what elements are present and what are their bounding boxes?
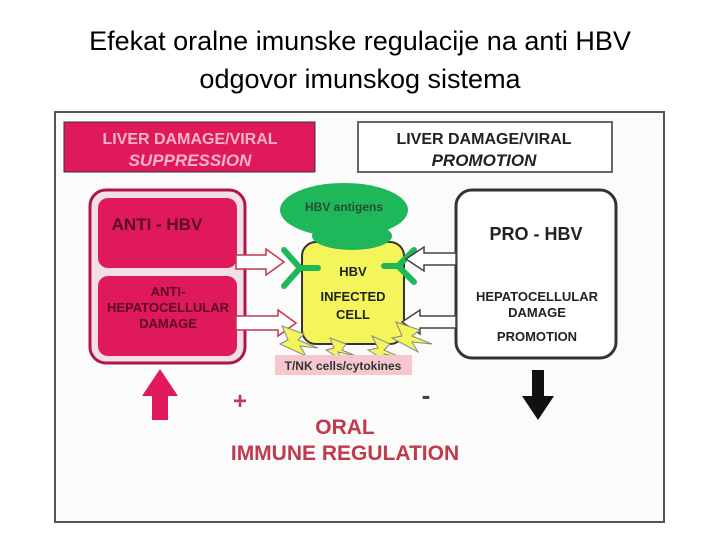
up-arrow (142, 369, 178, 420)
cell-line-1: HBV (339, 264, 367, 279)
title-line-1: Efekat oralne imunske regulacije na anti… (89, 26, 631, 56)
suppression-box (63, 121, 316, 173)
tnk-box (275, 355, 412, 375)
pro-hbv-label: PRO - HBV (489, 224, 582, 244)
arrow-anti-hbv (235, 247, 286, 277)
receptor-left (281, 247, 321, 289)
pro-damage-line-2: DAMAGE (508, 305, 566, 320)
minus-sign: - (422, 380, 431, 410)
anti-damage-box (98, 276, 237, 356)
promotion-line-2: PROMOTION (432, 151, 538, 170)
arrow-pro-hbv (404, 245, 457, 273)
cell-line-2: INFECTED (321, 289, 386, 304)
slide-title: Efekat oralne imunske regulacije na anti… (0, 22, 720, 98)
antigens-cloud (280, 183, 408, 237)
antigens-label: HBV antigens (305, 200, 383, 214)
title-line-2: odgovor imunskog sistema (199, 64, 521, 94)
cell-line-3: CELL (336, 307, 370, 322)
lightning-bolt-left (278, 325, 319, 358)
anti-damage-line-3: DAMAGE (139, 316, 197, 331)
promotion-line-1: LIVER DAMAGE/VIRAL (396, 131, 571, 148)
down-arrow (522, 370, 554, 420)
oral-line-2: IMMUNE REGULATION (231, 442, 459, 465)
promotion-box (357, 121, 613, 173)
oral-line-1: ORAL (315, 416, 375, 439)
lightning-bolt-far-right (390, 321, 433, 354)
plus-sign: + (233, 388, 247, 415)
antigens-cloud-lobe (312, 222, 392, 250)
receptor-right (381, 247, 417, 285)
pro-damage-line-1: HEPATOCELLULAR (476, 289, 599, 304)
anti-hbv-box (98, 198, 237, 268)
anti-damage-line-2: HEPATOCELLULAR (107, 300, 230, 315)
pro-damage-line-3: PROMOTION (497, 329, 577, 344)
tnk-label: T/NK cells/cytokines (285, 359, 402, 373)
pro-hbv-panel (454, 188, 618, 360)
suppression-line-2: SUPPRESSION (129, 151, 253, 170)
lightning-bolt-center (324, 337, 357, 362)
suppression-line-1: LIVER DAMAGE/VIRAL (102, 131, 277, 148)
anti-damage-line-1: ANTI- (151, 284, 186, 299)
anti-hbv-label: ANTI - HBV (112, 215, 203, 234)
